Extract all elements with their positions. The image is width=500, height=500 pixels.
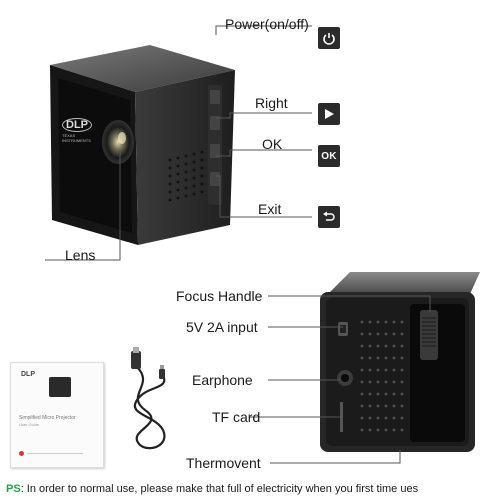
power-icon [318,27,340,49]
earphone-label: Earphone [192,372,253,388]
manual-dlp-badge: DLP [21,371,35,378]
manual-subtitle: User Guide [19,422,40,427]
manual-projector-thumb [49,377,71,397]
usb-cable-image [131,347,166,450]
dlp-subtext: TEXAS INSTRUMENTS [62,133,91,143]
lens-label: Lens [65,247,96,263]
manual-booklet: DLP Simplified Micro Projector User Guid… [10,362,104,468]
manual-red-mark [19,451,24,456]
manual-footer-line [27,453,83,454]
footer-text: : In order to normal use, please make th… [20,483,419,495]
footer-ps-prefix: PS [6,483,21,495]
input-label: 5V 2A input [186,319,258,335]
play-right-icon [318,103,340,125]
manual-title: Simplified Micro Projector [19,415,76,421]
ok-icon: OK [318,145,340,167]
focus-handle-label: Focus Handle [176,288,263,304]
right-label: Right [255,95,288,111]
power-label: Power(on/off) [225,16,309,32]
return-icon [318,206,340,228]
ok-label: OK [262,136,283,152]
projector-front-image [50,45,235,245]
projector-rear-image [320,272,480,452]
dlp-badge-text: DLP [62,118,92,132]
exit-label: Exit [258,201,282,217]
footer-note: PS: In order to normal use, please make … [6,483,418,495]
ok-icon-text: OK [321,150,337,162]
tf-card-label: TF card [212,409,261,425]
thermovent-label: Thermovent [186,455,261,471]
dlp-logo: DLP TEXAS INSTRUMENTS [62,118,102,148]
